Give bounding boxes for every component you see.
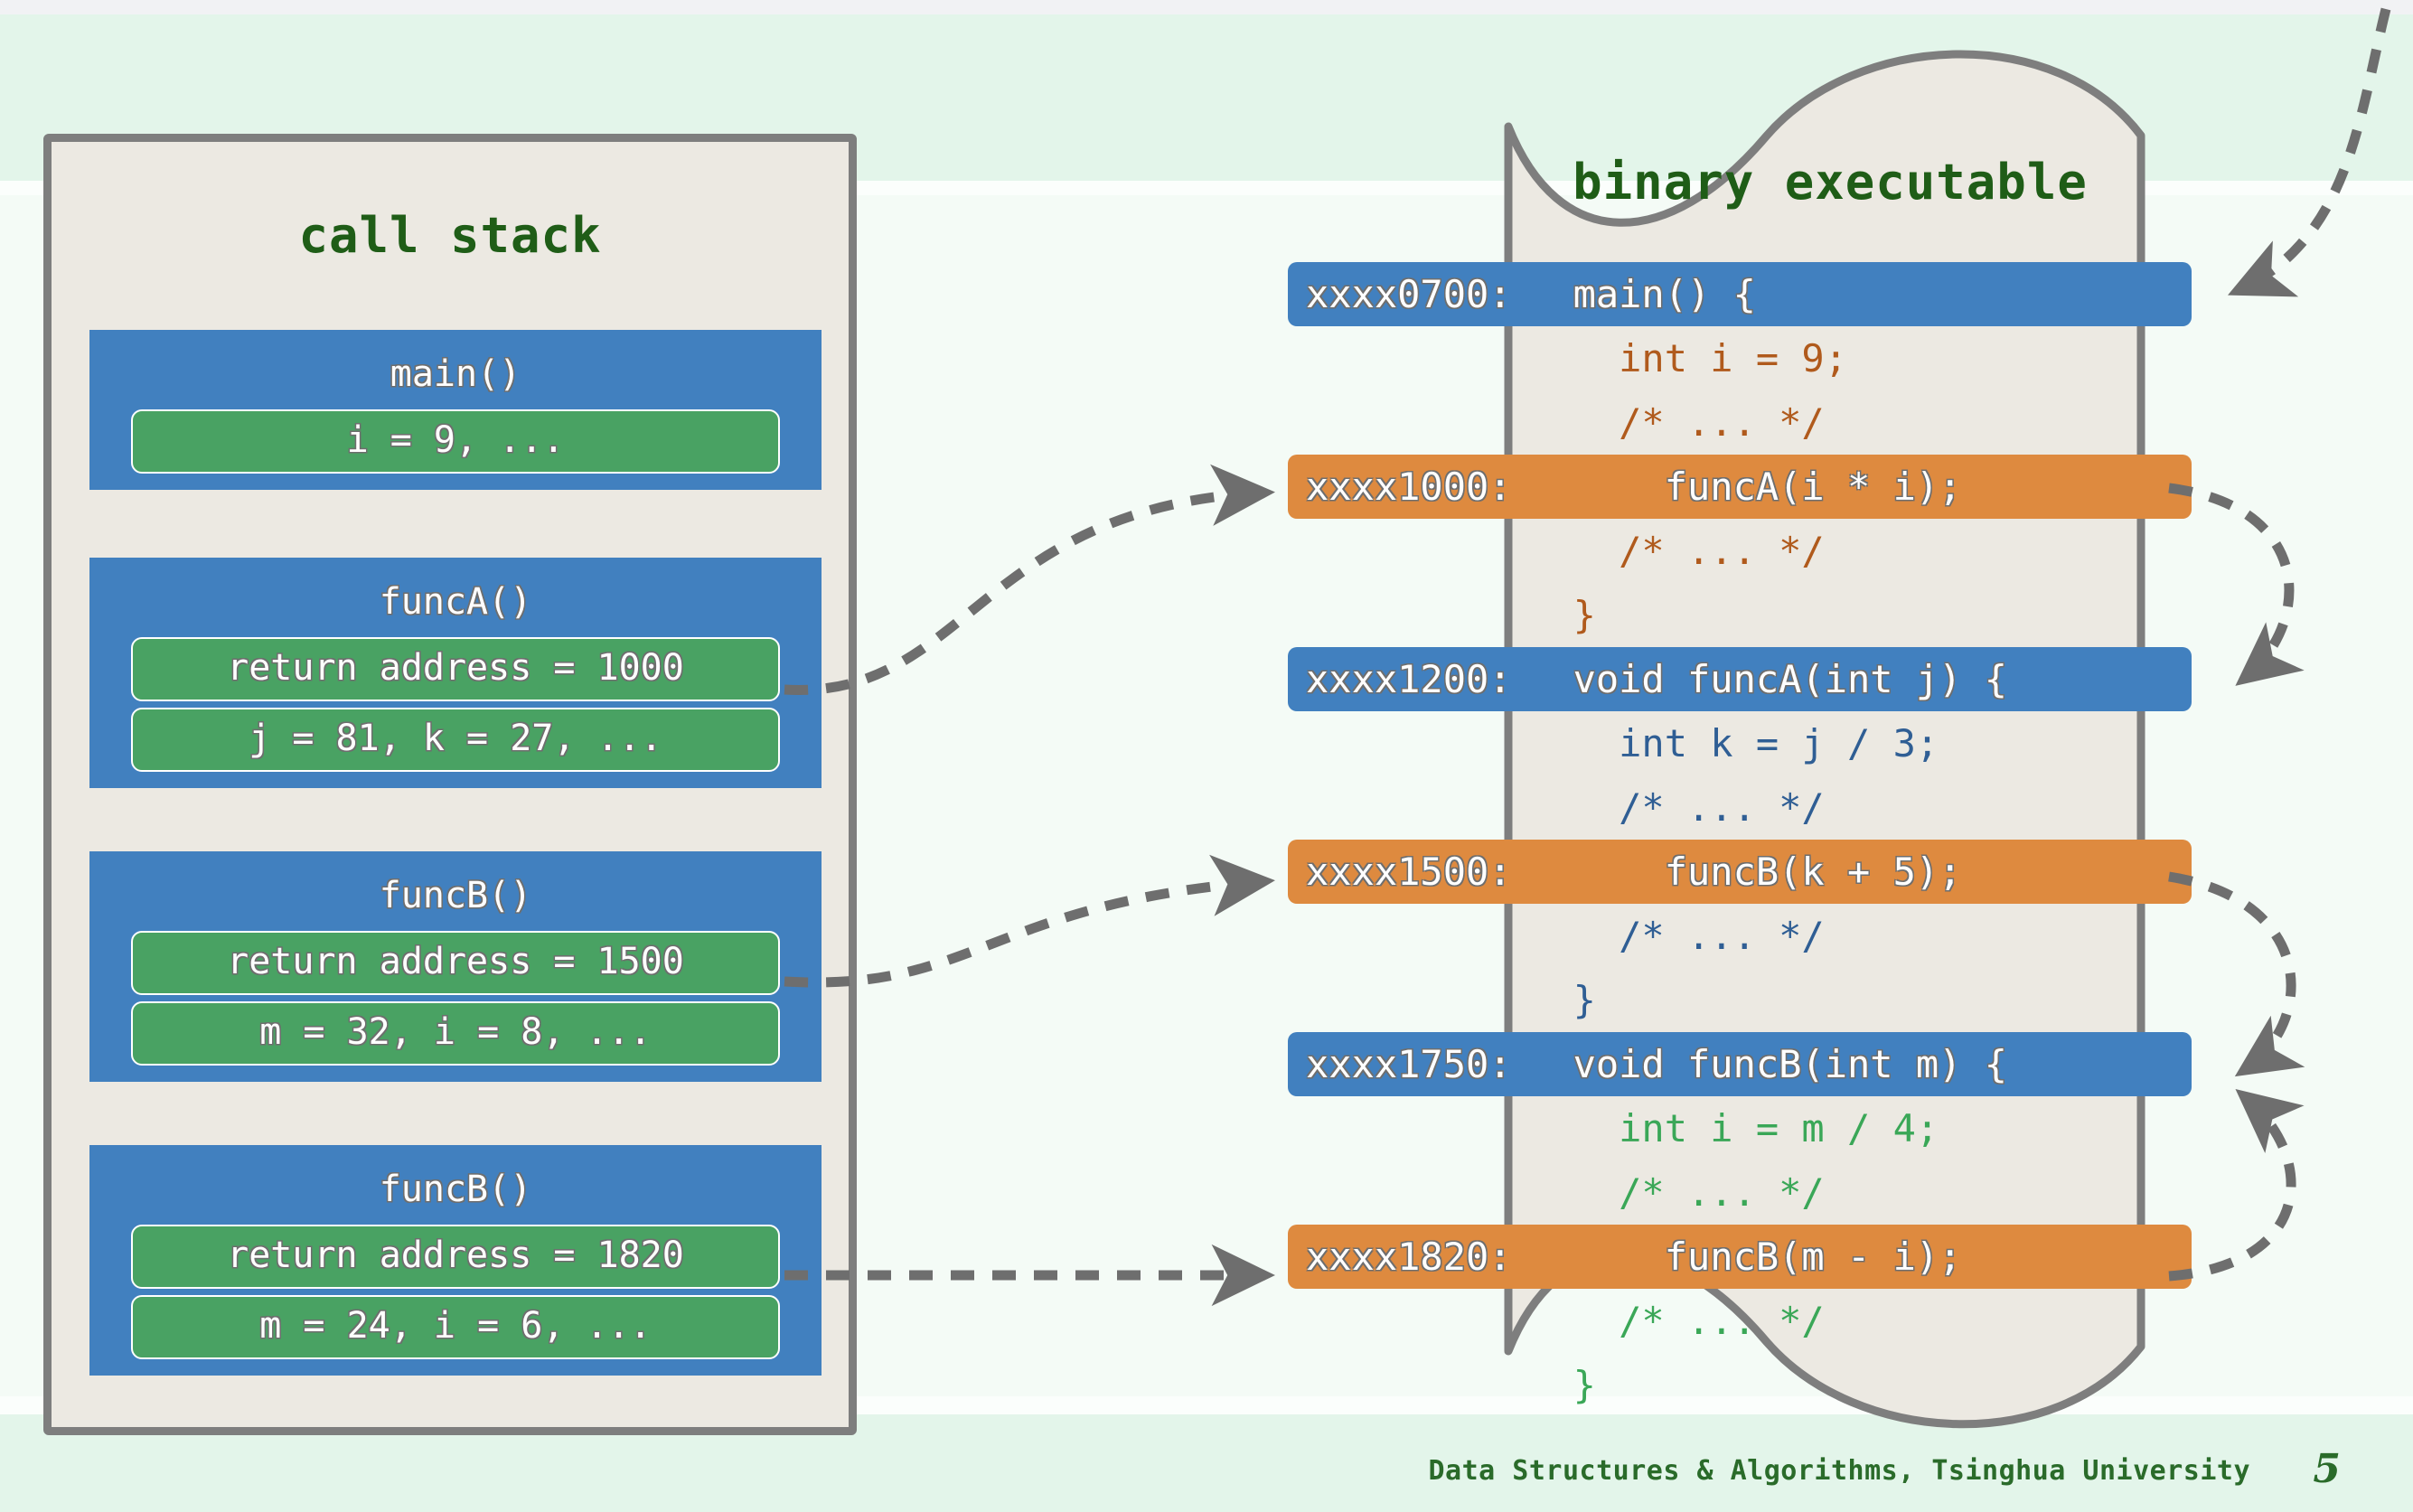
stack-frame-slot-return-address: return address = 1820 (131, 1225, 780, 1289)
code-source-text: } (1527, 978, 1596, 1022)
code-source-text: } (1527, 1363, 1596, 1407)
code-row: int i = m / 4; (1288, 1096, 2192, 1160)
code-row: /* ... */ (1288, 1160, 2192, 1225)
call-stack-panel: call stack main() i = 9, ... funcA() ret… (43, 134, 857, 1435)
code-row: /* ... */ (1288, 904, 2192, 968)
stack-frame-title: funcB() (379, 875, 532, 916)
stack-frame-funcA[interactable]: funcA() return address = 1000 j = 81, k … (89, 558, 822, 788)
code-source-text: /* ... */ (1527, 785, 1825, 830)
stack-frame-slot-locals: m = 24, i = 6, ... (131, 1295, 780, 1359)
code-row-highlighted: xxxx1820: funcB(m - i); (1288, 1225, 2192, 1289)
code-source-text: /* ... */ (1527, 914, 1825, 958)
code-row: int i = 9; (1288, 326, 2192, 390)
code-source-text: funcA(i * i); (1527, 465, 1962, 509)
stack-frame-title: funcA() (379, 581, 532, 623)
code-address-label: xxxx1820: (1306, 1235, 1512, 1279)
stack-frame-title: funcB() (379, 1169, 532, 1210)
code-row: /* ... */ (1288, 1289, 2192, 1353)
binary-code-listing: xxxx0700: main() { int i = 9; /* ... */ x… (1288, 262, 2192, 1417)
stack-frame-slot: i = 9, ... (131, 409, 780, 474)
code-row: int k = j / 3; (1288, 711, 2192, 775)
code-row: } (1288, 968, 2192, 1032)
code-row-highlighted: xxxx1000: funcA(i * i); (1288, 455, 2192, 519)
code-source-text: int k = j / 3; (1527, 721, 1939, 765)
stack-frame-slot-return-address: return address = 1500 (131, 931, 780, 995)
code-source-text: int i = m / 4; (1527, 1106, 1939, 1150)
code-row: /* ... */ (1288, 390, 2192, 455)
code-row-highlighted: xxxx1200: void funcA(int j) { (1288, 647, 2192, 711)
code-source-text: /* ... */ (1527, 529, 1825, 573)
code-source-text: void funcA(int j) { (1527, 657, 2008, 701)
code-source-text: funcB(k + 5); (1527, 850, 1962, 894)
code-source-text: /* ... */ (1527, 400, 1825, 445)
background-band-top (0, 0, 2413, 14)
stack-frame-title: main() (390, 353, 521, 395)
slide-footer: Data Structures & Algorithms, Tsinghua U… (0, 1446, 2413, 1492)
code-row-highlighted: xxxx1750: void funcB(int m) { (1288, 1032, 2192, 1096)
code-source-text: /* ... */ (1527, 1299, 1825, 1343)
stack-frame-slot-locals: m = 32, i = 8, ... (131, 1001, 780, 1066)
page-number: 5 (2313, 1446, 2341, 1492)
stack-frame-slot-return-address: return address = 1000 (131, 637, 780, 701)
code-source-text: int i = 9; (1527, 336, 1848, 380)
code-source-text: void funcB(int m) { (1527, 1042, 2008, 1086)
code-source-text: } (1527, 593, 1596, 637)
code-row: /* ... */ (1288, 775, 2192, 840)
stack-frame-main[interactable]: main() i = 9, ... (89, 330, 822, 490)
code-address-label: xxxx1500: (1306, 850, 1512, 894)
code-row: } (1288, 583, 2192, 647)
footer-course-label: Data Structures & Algorithms, Tsinghua U… (1428, 1455, 2250, 1487)
code-row: /* ... */ (1288, 519, 2192, 583)
binary-executable-title: binary executable (1573, 154, 2088, 211)
code-row-highlighted: xxxx1500: funcB(k + 5); (1288, 840, 2192, 904)
code-address-label: xxxx1000: (1306, 465, 1512, 509)
code-source-text: funcB(m - i); (1527, 1235, 1962, 1279)
code-source-text: main() { (1527, 272, 1756, 316)
stack-frame-funcB-2[interactable]: funcB() return address = 1820 m = 24, i … (89, 1145, 822, 1376)
stack-frame-funcB-1[interactable]: funcB() return address = 1500 m = 32, i … (89, 851, 822, 1082)
code-row: } (1288, 1353, 2192, 1417)
code-address-label: xxxx0700: (1306, 272, 1512, 316)
code-address-label: xxxx1750: (1306, 1042, 1512, 1086)
call-stack-title: call stack (298, 207, 602, 264)
stack-frame-slot-locals: j = 81, k = 27, ... (131, 708, 780, 772)
code-row-highlighted: xxxx0700: main() { (1288, 262, 2192, 326)
code-address-label: xxxx1200: (1306, 657, 1512, 701)
code-source-text: /* ... */ (1527, 1170, 1825, 1215)
